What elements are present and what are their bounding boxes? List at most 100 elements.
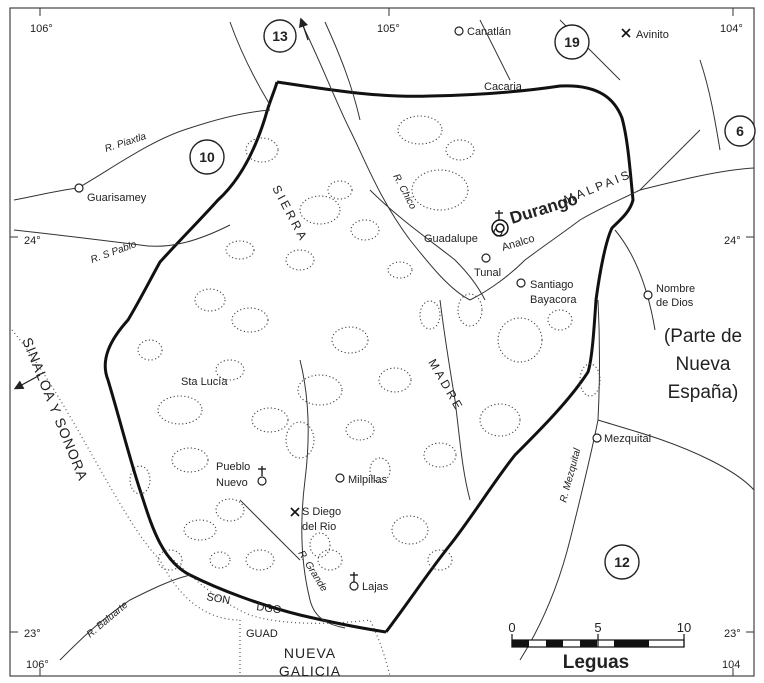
mountain-hachure-icon bbox=[157, 395, 203, 425]
town-circle-icon bbox=[349, 581, 359, 591]
town-circle-icon bbox=[74, 183, 84, 193]
rivers bbox=[13, 19, 755, 661]
mountain-hachure-icon bbox=[171, 447, 209, 473]
mountain-hachure-icon bbox=[391, 515, 429, 545]
coord-label: 106° bbox=[30, 23, 53, 35]
place-analco: Analco bbox=[500, 233, 536, 254]
mountain-hachure-icon bbox=[157, 549, 183, 571]
region-son: SON bbox=[205, 591, 231, 607]
river-arrow-icon bbox=[13, 374, 41, 390]
mountain-hachure-icon bbox=[445, 139, 475, 161]
mountain-hachure-icon bbox=[397, 115, 443, 145]
mountain-hachure-icon bbox=[297, 374, 343, 406]
circled-number-13: 13 bbox=[263, 19, 297, 53]
mountain-hachures bbox=[129, 115, 601, 571]
mountain-hachure-icon bbox=[245, 137, 279, 163]
coord-label: 106° bbox=[26, 659, 49, 671]
svg-text:6: 6 bbox=[736, 123, 744, 139]
mountain-hachure-icon bbox=[129, 465, 151, 495]
place-sta-lucia: Sta Lucía bbox=[181, 376, 228, 388]
mountain-hachure-icon bbox=[183, 519, 217, 541]
town-circle-icon bbox=[643, 290, 653, 300]
region-nueva-espana-3: España) bbox=[668, 382, 739, 403]
mountain-hachure-icon bbox=[479, 403, 521, 437]
circled-number-19: 19 bbox=[554, 24, 590, 60]
mountain-hachure-icon bbox=[345, 419, 375, 441]
mountain-hachure-icon bbox=[579, 363, 601, 397]
river-piaxtla: R. Piaxtla bbox=[104, 131, 149, 155]
place-milpillas: Milpillas bbox=[348, 474, 388, 486]
region-sinaloa-y-sonora: SINALOA Y SONORA bbox=[19, 335, 91, 483]
mountain-hachure-icon bbox=[245, 549, 275, 571]
place-de-dios: de Dios bbox=[656, 297, 694, 309]
scale-tick-10: 10 bbox=[677, 620, 691, 635]
place-pueblo: Pueblo bbox=[216, 461, 250, 473]
scale-tick-5: 5 bbox=[594, 620, 601, 635]
mountain-hachure-icon bbox=[419, 300, 441, 330]
place-cacaria: Cacaria bbox=[484, 81, 523, 93]
mountain-hachure-icon bbox=[285, 421, 315, 459]
place-del-rio: del Rio bbox=[302, 521, 336, 533]
place-s-diego: S Diego bbox=[302, 506, 341, 518]
place-nombre: Nombre bbox=[656, 283, 695, 295]
mountain-hachure-icon bbox=[427, 549, 453, 571]
region-madre: MADRE bbox=[425, 357, 466, 415]
town-circle-icon bbox=[257, 476, 267, 486]
jurisdiction-boundary bbox=[103, 80, 635, 634]
coord-label: 24° bbox=[24, 235, 41, 247]
region-dgo: DGO bbox=[256, 601, 283, 616]
place-nuevo: Nuevo bbox=[216, 477, 248, 489]
mountain-hachure-icon bbox=[309, 532, 331, 558]
circled-number-12: 12 bbox=[604, 544, 640, 580]
town-circle-icon bbox=[335, 473, 345, 483]
river-grande: R. Grande bbox=[295, 549, 329, 594]
circled-number-6: 6 bbox=[724, 115, 756, 147]
coord-label: 105° bbox=[377, 23, 400, 35]
region-nueva-galicia-1: NUEVA bbox=[284, 645, 336, 661]
town-circle-icon bbox=[592, 433, 602, 443]
mountain-hachure-icon bbox=[387, 261, 413, 279]
mountain-hachure-icon bbox=[299, 195, 341, 225]
place-canatlan: Canatlán bbox=[467, 26, 511, 38]
church-cross-icon bbox=[258, 210, 503, 582]
town-circle-icon bbox=[516, 278, 526, 288]
region-guad: GUAD bbox=[246, 628, 278, 640]
mountain-hachure-icon bbox=[411, 169, 469, 211]
town-circle-icon bbox=[481, 253, 491, 263]
svg-text:13: 13 bbox=[272, 28, 288, 44]
mountain-hachure-icon bbox=[231, 307, 269, 333]
place-mezquital: Mezquital bbox=[604, 433, 651, 445]
mountain-hachure-icon bbox=[225, 240, 255, 260]
place-guadalupe: Guadalupe bbox=[424, 233, 478, 245]
mine-icon bbox=[290, 28, 631, 517]
region-nueva-galicia-2: GALICIA bbox=[279, 663, 341, 679]
mountain-hachure-icon bbox=[423, 442, 457, 468]
svg-text:12: 12 bbox=[614, 554, 630, 570]
river-s-pablo: R. S Pablo bbox=[89, 239, 138, 266]
mountain-hachure-icon bbox=[251, 407, 289, 433]
river-arrow-icon bbox=[298, 17, 309, 41]
mountain-hachure-icon bbox=[215, 359, 245, 381]
coord-label: 24° bbox=[724, 235, 741, 247]
river-chico: R. Chico bbox=[390, 172, 418, 211]
mountain-hachure-icon bbox=[327, 180, 353, 200]
mountain-hachure-icon bbox=[285, 249, 315, 271]
town-markers bbox=[74, 26, 653, 591]
place-guarisamey: Guarisamey bbox=[87, 192, 147, 204]
mountain-hachure-icon bbox=[317, 549, 343, 571]
coord-label: 23° bbox=[24, 628, 41, 640]
river-baluarte: R. Baluarte bbox=[85, 599, 131, 640]
mountain-hachure-icon bbox=[137, 339, 163, 361]
mountain-hachure-icon bbox=[209, 551, 231, 569]
mountain-hachure-icon bbox=[497, 317, 543, 363]
town-circle-icon bbox=[454, 26, 464, 36]
place-tunal: Tunal bbox=[474, 267, 501, 279]
mountain-hachure-icon bbox=[194, 288, 226, 312]
mountain-hachure-icon bbox=[378, 367, 412, 393]
place-bayacora: Bayacora bbox=[530, 294, 577, 306]
svg-text:19: 19 bbox=[564, 34, 580, 50]
place-avinito: Avinito bbox=[636, 29, 669, 41]
region-sierra: SIERRA bbox=[269, 183, 311, 245]
mountain-hachure-icon bbox=[547, 309, 573, 331]
